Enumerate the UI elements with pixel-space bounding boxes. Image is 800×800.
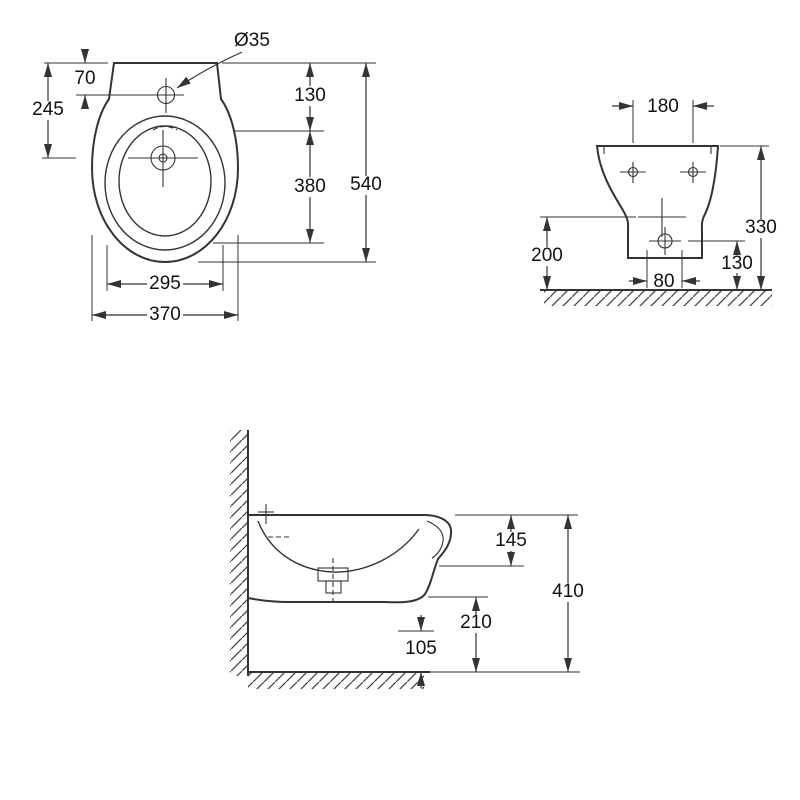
plan-view: Ø35 70 245 130 380 bbox=[28, 30, 386, 325]
dim-overall-length: 540 bbox=[198, 62, 386, 263]
inlet-crosshair bbox=[638, 198, 686, 237]
dim-top-to-drain: 245 bbox=[28, 63, 76, 159]
dim-drain-width: 80 bbox=[629, 250, 700, 292]
rear-ground bbox=[540, 289, 772, 306]
dim-label-540: 540 bbox=[350, 174, 382, 195]
bidet-rear-outline bbox=[595, 145, 720, 259]
dim-label-200: 200 bbox=[531, 245, 563, 266]
dim-drain-height: 130 bbox=[688, 240, 757, 290]
drain-trap-section bbox=[317, 558, 349, 604]
dim-label-295: 295 bbox=[149, 273, 181, 294]
dim-label-70: 70 bbox=[74, 68, 95, 89]
drain-crosshair bbox=[128, 130, 198, 187]
faucet-hole-crosshair bbox=[76, 78, 184, 113]
fixing-hole-right bbox=[680, 162, 706, 183]
wall-hatch bbox=[230, 430, 248, 676]
bidet-plan-outline bbox=[90, 62, 240, 264]
dim-label-faucet-diameter: Ø35 bbox=[234, 30, 270, 51]
rim-inner-line bbox=[426, 520, 444, 559]
dim-fixing-hole-spacing: 180 bbox=[612, 96, 714, 143]
fixing-hole-left bbox=[620, 162, 646, 183]
dim-label-145: 145 bbox=[495, 530, 527, 551]
dim-label-410: 410 bbox=[552, 581, 584, 602]
dim-overall-height-side: 410 bbox=[548, 515, 588, 672]
dim-rim-drop: 145 bbox=[439, 514, 578, 567]
dim-underside-clearance: 210 bbox=[428, 596, 496, 672]
dim-inlet-height: 200 bbox=[527, 216, 636, 290]
dim-label-105: 105 bbox=[405, 638, 437, 659]
rear-view: 180 200 330 130 80 bbox=[527, 96, 781, 306]
dim-label-370: 370 bbox=[149, 304, 181, 325]
dim-bowl-length: 380 bbox=[213, 131, 329, 244]
leader-arrow bbox=[176, 51, 243, 89]
dim-label-130-rear: 130 bbox=[721, 253, 753, 274]
faucet-section-marker bbox=[258, 504, 274, 524]
bidet-side-bowl-line bbox=[257, 520, 420, 573]
dim-upper-length: 130 bbox=[235, 63, 329, 132]
dim-label-380: 380 bbox=[294, 176, 326, 197]
bidet-plan-rim bbox=[104, 115, 226, 251]
dim-outlet-clearance: 105 bbox=[398, 615, 437, 688]
dim-label-245: 245 bbox=[32, 99, 64, 120]
dim-label-130-plan: 130 bbox=[294, 85, 326, 106]
floor-section bbox=[248, 671, 580, 689]
dim-label-80: 80 bbox=[653, 271, 674, 292]
side-view: 145 410 210 105 bbox=[230, 430, 588, 689]
dim-top-to-faucet: 70 bbox=[44, 49, 108, 109]
waterline-dashes bbox=[152, 125, 178, 131]
dim-overall-width: 370 bbox=[91, 235, 239, 325]
floor-hatch bbox=[248, 672, 424, 689]
dim-rim-width: 295 bbox=[106, 245, 224, 294]
rear-ground-hatch bbox=[544, 290, 772, 306]
dim-faucet-diameter: Ø35 bbox=[176, 30, 270, 89]
dim-label-180: 180 bbox=[647, 96, 679, 117]
wall-section bbox=[230, 430, 249, 676]
dim-overall-height-rear: 330 bbox=[720, 145, 781, 290]
dim-label-210: 210 bbox=[460, 612, 492, 633]
drain-rear-crosshair bbox=[649, 227, 681, 255]
bidet-side-outline bbox=[247, 514, 453, 604]
dim-label-330: 330 bbox=[745, 217, 777, 238]
